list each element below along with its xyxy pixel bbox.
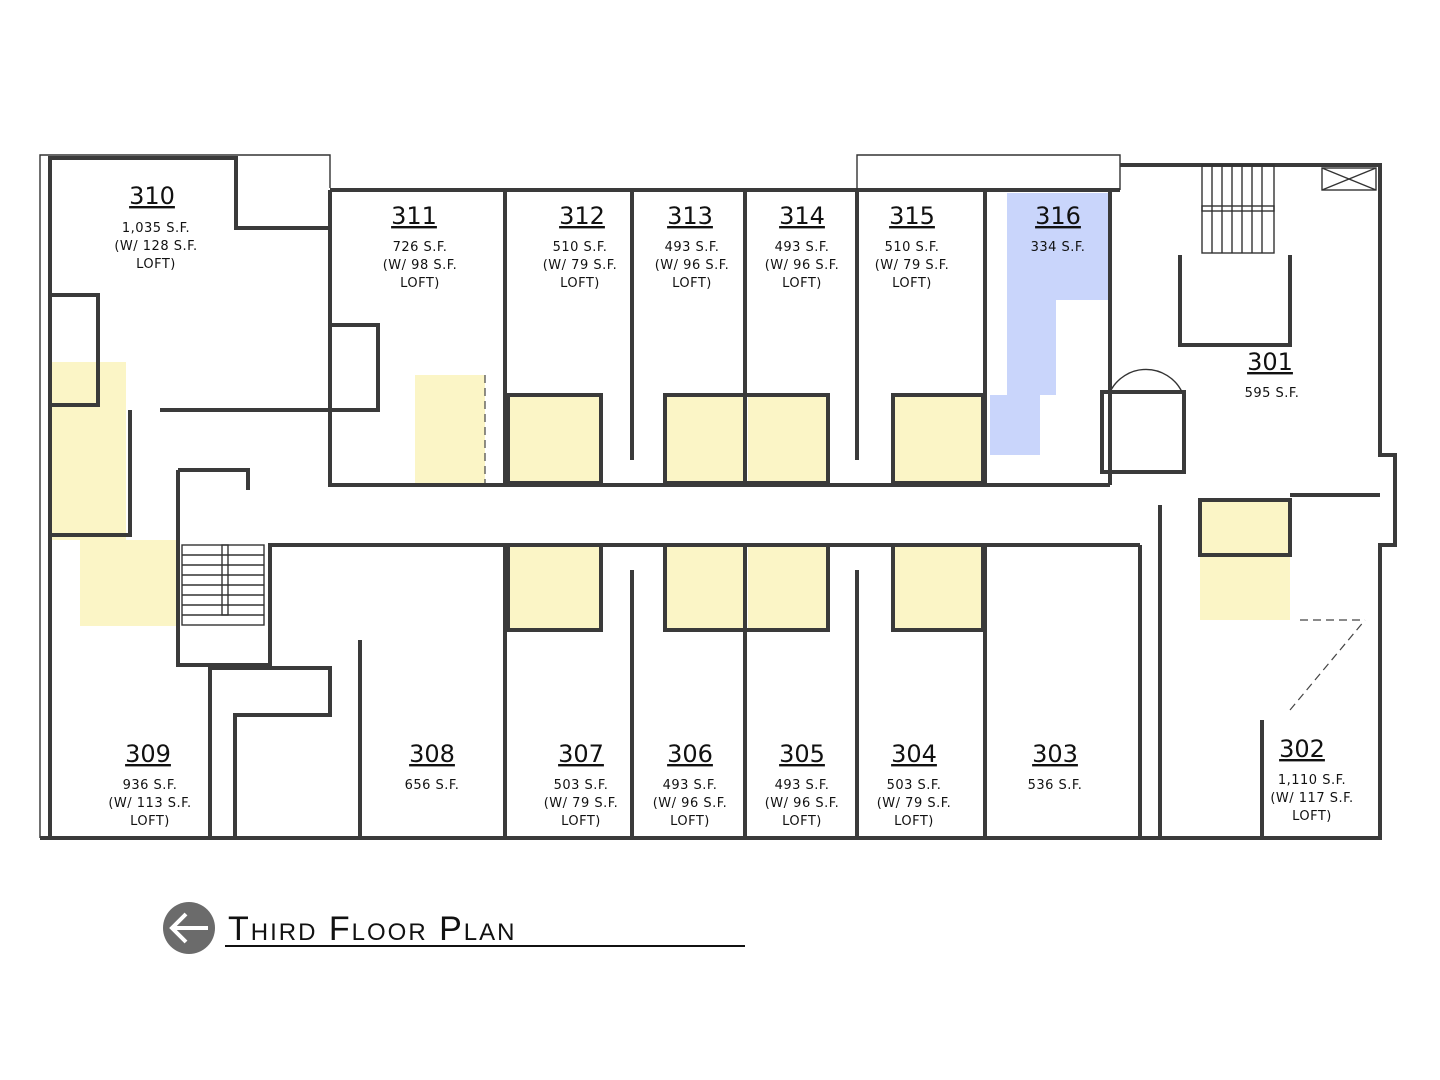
unit-number: 305 bbox=[779, 740, 825, 768]
unit-area: 493 S.F. bbox=[775, 778, 830, 793]
unit-308[interactable]: 308 656 S.F. bbox=[405, 740, 460, 793]
unit-loft: LOFT) bbox=[672, 276, 712, 291]
unit-loft: LOFT) bbox=[894, 814, 934, 829]
unit-303[interactable]: 303 536 S.F. bbox=[1028, 740, 1083, 793]
stair bbox=[181, 544, 265, 626]
unit-loft: (W/ 79 S.F. bbox=[875, 258, 950, 273]
unit-315[interactable]: 315 510 S.F. (W/ 79 S.F. LOFT) bbox=[875, 202, 950, 291]
unit-311[interactable]: 311 726 S.F. (W/ 98 S.F. LOFT) bbox=[383, 202, 458, 291]
unit-305[interactable]: 305 493 S.F. (W/ 96 S.F. LOFT) bbox=[765, 740, 840, 829]
unit-loft: (W/ 128 S.F. bbox=[114, 239, 197, 254]
unit-area: 503 S.F. bbox=[887, 778, 942, 793]
unit-area: 536 S.F. bbox=[1028, 778, 1083, 793]
unit-316[interactable]: 316 334 S.F. bbox=[1031, 202, 1086, 255]
unit-loft: (W/ 96 S.F. bbox=[653, 796, 728, 811]
unit-number: 311 bbox=[391, 202, 437, 230]
unit-304[interactable]: 304 503 S.F. (W/ 79 S.F. LOFT) bbox=[877, 740, 952, 829]
unit-number: 301 bbox=[1247, 348, 1293, 376]
unit-loft: (W/ 96 S.F. bbox=[765, 258, 840, 273]
unit-312[interactable]: 312 510 S.F. (W/ 79 S.F. LOFT) bbox=[543, 202, 618, 291]
stair bbox=[1201, 164, 1275, 254]
loft-highlights bbox=[50, 362, 1290, 630]
unit-number: 316 bbox=[1035, 202, 1081, 230]
unit-number: 308 bbox=[409, 740, 455, 768]
unit-309[interactable]: 309 936 S.F. (W/ 113 S.F. LOFT) bbox=[108, 740, 191, 829]
unit-314[interactable]: 314 493 S.F. (W/ 96 S.F. LOFT) bbox=[765, 202, 840, 291]
unit-loft: (W/ 98 S.F. bbox=[383, 258, 458, 273]
unit-loft: LOFT) bbox=[136, 257, 176, 272]
unit-loft: (W/ 96 S.F. bbox=[765, 796, 840, 811]
walls bbox=[39, 154, 1397, 840]
unit-loft: LOFT) bbox=[1292, 809, 1332, 824]
unit-number: 309 bbox=[125, 740, 171, 768]
unit-loft: LOFT) bbox=[561, 814, 601, 829]
unit-area: 493 S.F. bbox=[663, 778, 718, 793]
unit-area: 936 S.F. bbox=[123, 778, 178, 793]
unit-loft: (W/ 79 S.F. bbox=[544, 796, 619, 811]
unit-number: 310 bbox=[129, 182, 175, 210]
unit-loft: (W/ 96 S.F. bbox=[655, 258, 730, 273]
unit-loft: LOFT) bbox=[782, 276, 822, 291]
unit-number: 306 bbox=[667, 740, 713, 768]
unit-area: 656 S.F. bbox=[405, 778, 460, 793]
unit-307[interactable]: 307 503 S.F. (W/ 79 S.F. LOFT) bbox=[544, 740, 619, 829]
unit-loft: LOFT) bbox=[130, 814, 170, 829]
unit-306[interactable]: 306 493 S.F. (W/ 96 S.F. LOFT) bbox=[653, 740, 728, 829]
unit-area: 1,110 S.F. bbox=[1278, 773, 1346, 788]
unit-area: 493 S.F. bbox=[775, 240, 830, 255]
unit-loft: (W/ 117 S.F. bbox=[1270, 791, 1353, 806]
unit-loft: LOFT) bbox=[892, 276, 932, 291]
compass-arrow-icon bbox=[163, 902, 215, 954]
unit-area: 493 S.F. bbox=[665, 240, 720, 255]
unit-loft: (W/ 79 S.F. bbox=[877, 796, 952, 811]
unit-loft: (W/ 113 S.F. bbox=[108, 796, 191, 811]
unit-313[interactable]: 313 493 S.F. (W/ 96 S.F. LOFT) bbox=[655, 202, 730, 291]
unit-area: 1,035 S.F. bbox=[122, 221, 190, 236]
unit-loft: LOFT) bbox=[782, 814, 822, 829]
unit-area: 334 S.F. bbox=[1031, 240, 1086, 255]
unit-loft: LOFT) bbox=[670, 814, 710, 829]
unit-loft: LOFT) bbox=[400, 276, 440, 291]
unit-number: 313 bbox=[667, 202, 713, 230]
unit-number: 312 bbox=[559, 202, 605, 230]
unit-number: 315 bbox=[889, 202, 935, 230]
unit-number: 304 bbox=[891, 740, 937, 768]
unit-310[interactable]: 310 1,035 S.F. (W/ 128 S.F. LOFT) bbox=[114, 182, 197, 272]
unit-302[interactable]: 302 1,110 S.F. (W/ 117 S.F. LOFT) bbox=[1270, 735, 1353, 824]
unit-area: 510 S.F. bbox=[885, 240, 940, 255]
unit-area: 595 S.F. bbox=[1245, 386, 1300, 401]
unit-area: 726 S.F. bbox=[393, 240, 448, 255]
unit-loft: LOFT) bbox=[560, 276, 600, 291]
plan-title: Third Floor Plan bbox=[228, 910, 516, 948]
unit-area: 510 S.F. bbox=[553, 240, 608, 255]
unit-loft: (W/ 79 S.F. bbox=[543, 258, 618, 273]
unit-number: 307 bbox=[558, 740, 604, 768]
unit-301[interactable]: 301 595 S.F. bbox=[1245, 348, 1300, 401]
unit-area: 503 S.F. bbox=[554, 778, 609, 793]
unit-316-highlight bbox=[990, 193, 1108, 455]
unit-number: 314 bbox=[779, 202, 825, 230]
unit-number: 302 bbox=[1279, 735, 1325, 763]
unit-number: 303 bbox=[1032, 740, 1078, 768]
